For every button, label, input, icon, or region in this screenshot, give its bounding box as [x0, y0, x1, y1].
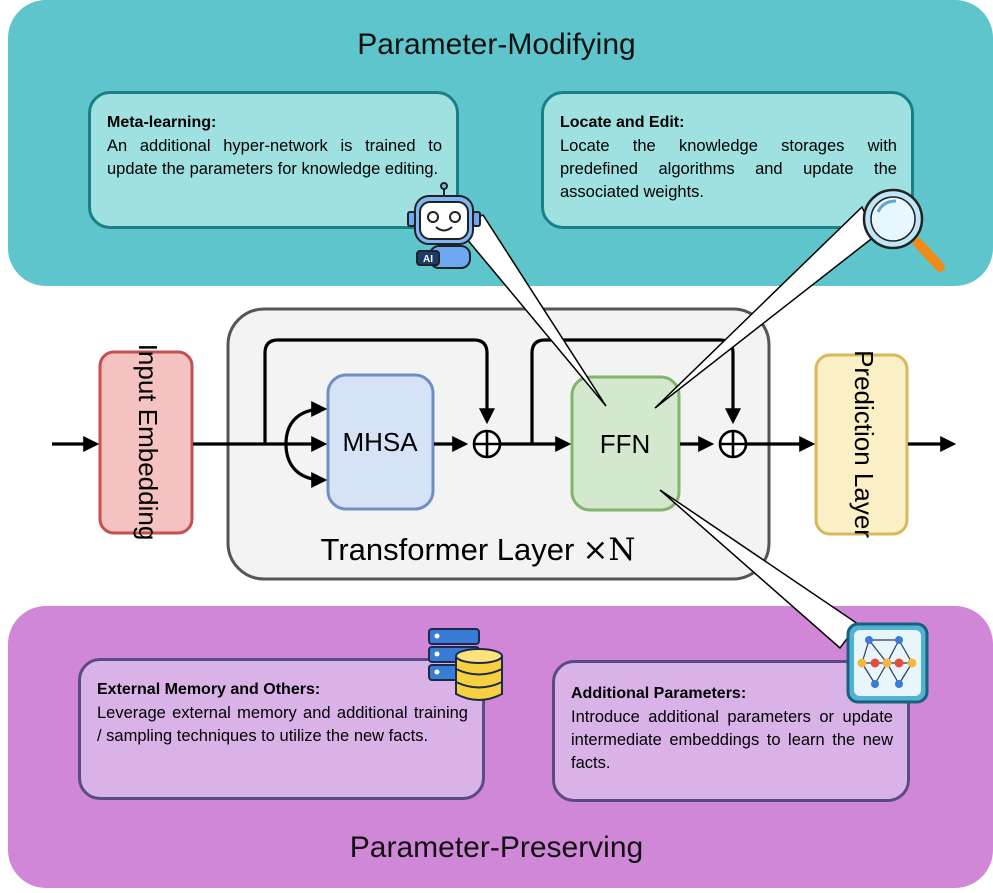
meta-learning-card: Meta-learning: An additional hyper-netwo… — [88, 91, 459, 229]
ffn-block — [570, 375, 681, 512]
input-embedding-label: Input Embedding — [133, 344, 163, 541]
ffn-label: FFN — [600, 429, 651, 459]
mhsa-block — [326, 373, 435, 511]
flow-arrows — [52, 338, 957, 488]
external-memory-card: External Memory and Others: Leverage ext… — [78, 658, 485, 800]
additional-parameters-title: Additional Parameters: — [571, 685, 747, 702]
residual-skip-1 — [263, 338, 495, 444]
input-embedding-block — [98, 350, 194, 535]
robot-icon: AI — [407, 182, 481, 269]
external-memory-description: Leverage external memory and additional … — [97, 704, 468, 745]
prediction-layer-block — [814, 353, 909, 536]
neural-network-icon — [846, 622, 929, 704]
locate-and-edit-description: Locate the knowledge storages with prede… — [560, 137, 897, 201]
add-node-2 — [718, 429, 748, 459]
meta-learning-description: An additional hyper-network is trained t… — [107, 137, 442, 178]
locate-and-edit-title: Locate and Edit: — [560, 114, 685, 131]
additional-parameters-description: Introduce additional parameters or updat… — [571, 708, 893, 772]
add-node-1 — [472, 429, 502, 459]
magnifier-icon — [862, 188, 945, 272]
mhsa-branch-down — [284, 443, 328, 488]
database-icon — [428, 628, 503, 701]
parameter-modifying-title: Parameter-Modifying — [357, 28, 636, 61]
parameter-preserving-title: Parameter-Preserving — [349, 831, 644, 864]
times-n-label: ×N — [582, 532, 635, 568]
meta-learning-title: Meta-learning: — [107, 114, 217, 131]
mhsa-branch-up — [284, 401, 328, 445]
locate-and-edit-card: Locate and Edit: Locate the knowledge st… — [541, 91, 914, 229]
external-memory-title: External Memory and Others: — [97, 681, 321, 698]
prediction-layer-label: Prediction Layer — [849, 350, 879, 538]
robot-ai-badge: AI — [423, 254, 433, 265]
mhsa-label: MHSA — [342, 427, 418, 457]
transformer-layer-label: Transformer Layer×N — [321, 532, 636, 568]
